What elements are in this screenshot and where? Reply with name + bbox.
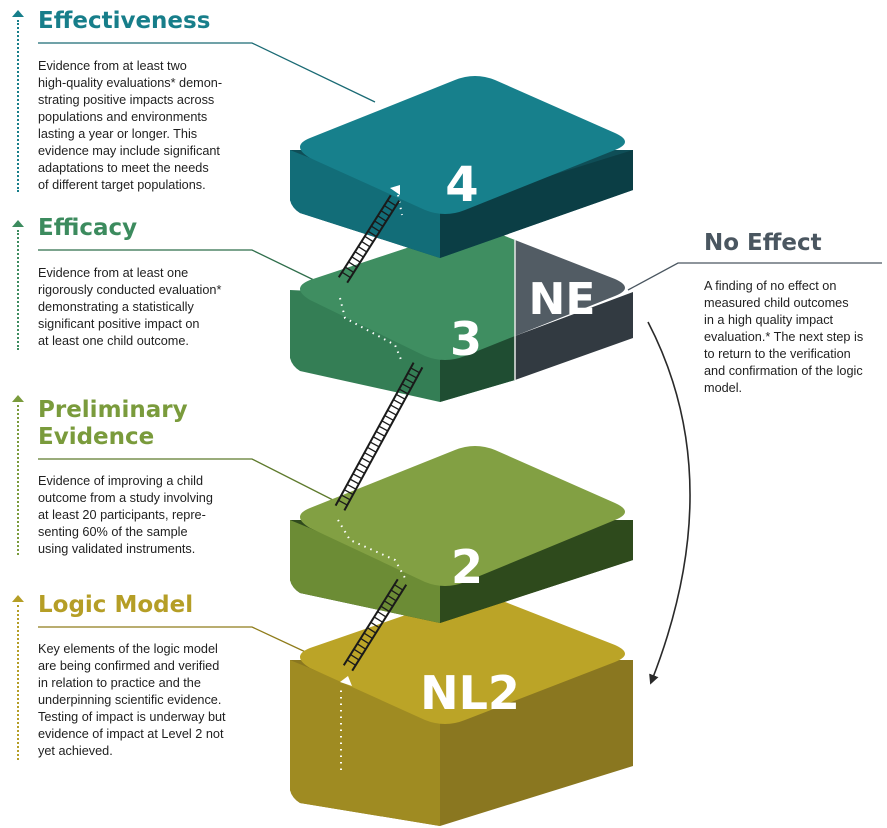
level-number-2: 2 xyxy=(450,540,483,594)
block-2 xyxy=(290,446,633,623)
block-nl2-top xyxy=(300,594,625,724)
description-effectiveness: Evidence from at least two high-quality … xyxy=(38,59,223,192)
block-4 xyxy=(290,76,633,258)
connector-effectiveness xyxy=(38,42,376,103)
arrow-up-icon xyxy=(12,595,24,602)
arrow-up-icon xyxy=(12,10,24,17)
level-number-ne: NE xyxy=(528,274,596,325)
block-nl2 xyxy=(290,594,633,826)
block-4-top xyxy=(300,76,625,214)
description-preliminary: Evidence of improving a child outcome fr… xyxy=(38,474,213,556)
heading-no-effect: No Effect xyxy=(704,230,822,256)
block-2-top xyxy=(300,446,625,586)
dotted-line-preliminary xyxy=(17,405,19,555)
arrow-up-icon xyxy=(12,220,24,227)
connector-lines xyxy=(38,42,882,656)
dotted-line-efficacy xyxy=(17,230,19,350)
connector-preliminary xyxy=(38,458,334,501)
heading-logic: Logic Model xyxy=(38,592,194,618)
level-number-nl2: NL2 xyxy=(420,666,520,720)
heading-effectiveness: Effectiveness xyxy=(38,8,211,34)
heading-efficacy: Efficacy xyxy=(38,215,138,241)
ladder-1 xyxy=(342,578,408,672)
block-3-top xyxy=(300,228,515,360)
connector-logic xyxy=(38,626,313,656)
connector-no-effect xyxy=(627,262,882,291)
heading-preliminary: Preliminary Evidence xyxy=(38,397,188,450)
description-no-effect: A finding of no effect on measured child… xyxy=(704,279,864,395)
ladder-2 xyxy=(334,362,424,511)
block-ne-top xyxy=(515,240,625,336)
level-number-3: 3 xyxy=(449,312,482,366)
block-3 xyxy=(290,228,515,402)
description-efficacy: Evidence from at least one rigorously co… xyxy=(38,266,222,348)
block-ne xyxy=(514,240,633,380)
level-number-4: 4 xyxy=(445,157,479,213)
ladder-3 xyxy=(337,194,401,284)
ladders xyxy=(334,194,424,672)
connector-efficacy xyxy=(38,249,319,283)
dotted-line-logic xyxy=(17,605,19,760)
return-arrow xyxy=(647,321,691,685)
arrow-up-icon xyxy=(12,395,24,402)
dotted-line-effectiveness xyxy=(17,20,19,192)
progress-path xyxy=(337,185,406,770)
description-logic: Key elements of the logic model are bein… xyxy=(38,642,226,758)
